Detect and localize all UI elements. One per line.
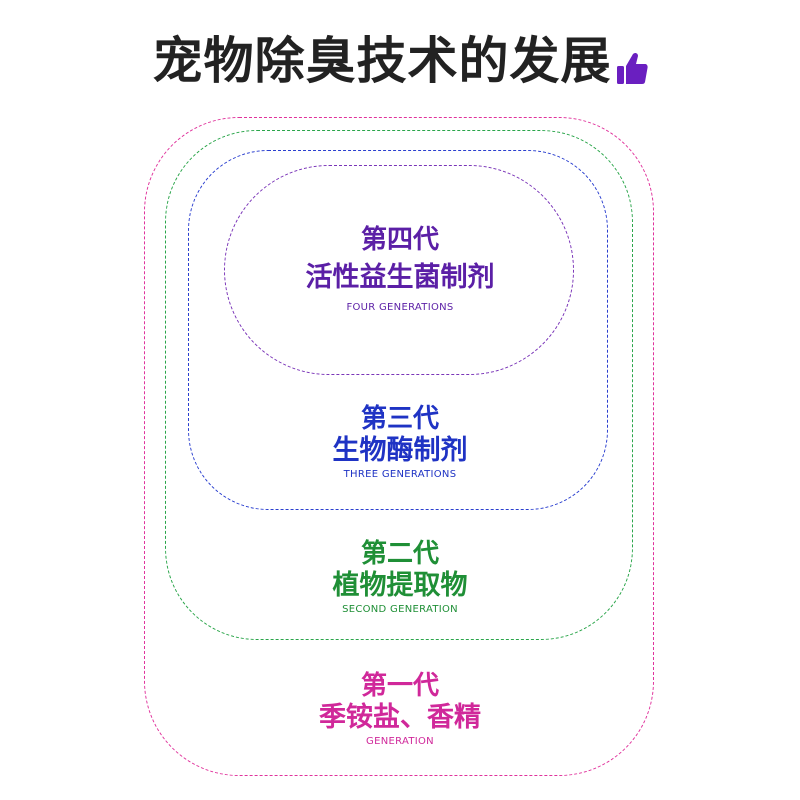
generation-3-title: 第三代 <box>360 404 439 434</box>
generation-3-english: THREE GENERATIONS <box>343 469 457 480</box>
generation-1-english: GENERATION <box>366 736 434 747</box>
generation-3-name: 生物酶制剂 <box>332 435 468 466</box>
generation-4-ring <box>224 165 574 375</box>
generation-4-name: 活性益生菌制剂 <box>305 262 495 293</box>
generation-1-title: 第一代 <box>360 671 439 701</box>
generation-4-english: FOUR GENERATIONS <box>346 302 454 313</box>
generation-2-english: SECOND GENERATION <box>342 604 458 615</box>
generation-2-ring <box>165 130 633 640</box>
title-row: 宠物除臭技术的发展 <box>0 28 800 94</box>
generation-4-title: 第四代 <box>360 225 439 255</box>
generation-1-name: 季铵盐、香精 <box>319 702 481 733</box>
thumbs-up-icon <box>616 52 648 84</box>
generation-1-ring <box>144 117 654 776</box>
generation-2-name: 植物提取物 <box>332 570 468 601</box>
generation-3-ring <box>188 150 608 510</box>
page-title: 宠物除臭技术的发展 <box>152 32 612 90</box>
generation-2-title: 第二代 <box>360 539 439 569</box>
